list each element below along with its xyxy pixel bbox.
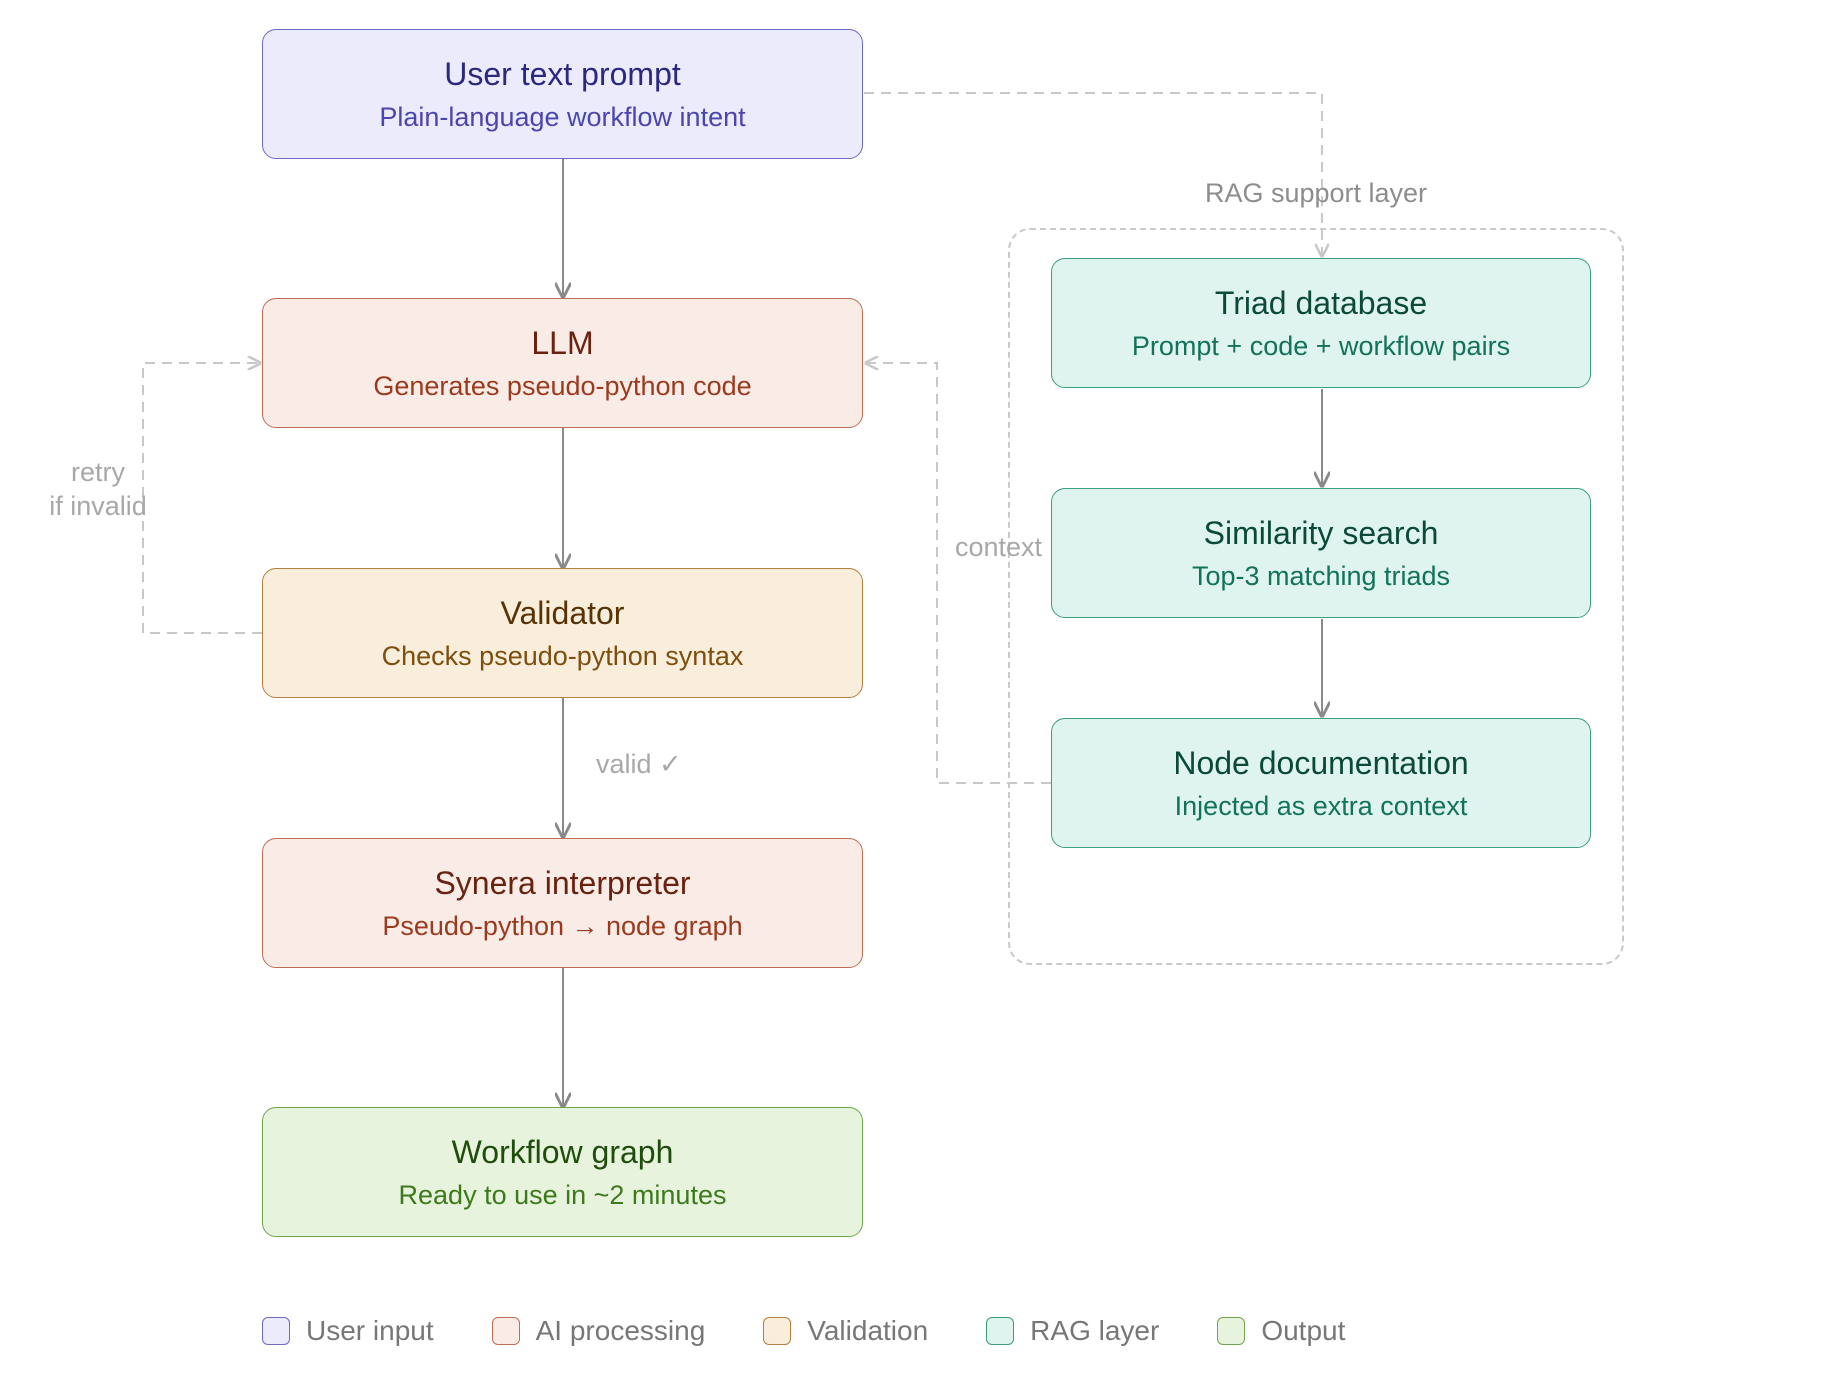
- valid-label: valid ✓: [596, 749, 682, 779]
- rag-support-group: [1008, 228, 1624, 965]
- node-subtitle: Ready to use in ~2 minutes: [398, 1180, 727, 1210]
- retry-label-line2: if invalid: [49, 491, 147, 521]
- node-synera-interpreter[interactable]: Synera interpreter Pseudo-python → node …: [262, 838, 863, 968]
- node-title: Node documentation: [1173, 745, 1469, 781]
- legend-item-rag-layer: RAG layer: [986, 1315, 1159, 1347]
- node-subtitle: Prompt + code + workflow pairs: [1131, 331, 1511, 361]
- retry-label-line1: retry: [71, 457, 125, 487]
- rag-group-label: RAG support layer: [1204, 178, 1428, 208]
- legend-swatch: [763, 1317, 792, 1345]
- node-title: Workflow graph: [451, 1134, 674, 1170]
- node-subtitle: Injected as extra context: [1174, 791, 1468, 821]
- node-triad-database[interactable]: Triad database Prompt + code + workflow …: [1051, 258, 1591, 388]
- node-workflow-graph[interactable]: Workflow graph Ready to use in ~2 minute…: [262, 1107, 863, 1237]
- node-title: LLM: [531, 325, 594, 361]
- node-subtitle: Plain-language workflow intent: [379, 102, 746, 132]
- legend-swatch: [262, 1317, 290, 1345]
- retry-label: retry if invalid: [20, 455, 176, 523]
- legend-item-user-input: User input: [262, 1315, 434, 1347]
- legend-label: Output: [1261, 1315, 1346, 1346]
- edge-prompt-to-triad: [864, 92, 1322, 256]
- node-subtitle: Checks pseudo-python syntax: [381, 641, 744, 671]
- node-subtitle: Generates pseudo-python code: [373, 371, 752, 401]
- legend-item-ai-processing: AI processing: [491, 1315, 706, 1347]
- legend-swatch: [1217, 1317, 1246, 1345]
- legend-item-validation: Validation: [763, 1315, 928, 1347]
- edge-retry-loop: [142, 363, 262, 634]
- node-title: User text prompt: [444, 56, 681, 92]
- legend-swatch: [986, 1317, 1015, 1345]
- node-title: Similarity search: [1203, 515, 1439, 551]
- legend-swatch: [491, 1317, 520, 1345]
- legend-label: Validation: [807, 1315, 929, 1346]
- node-subtitle: Top-3 matching triads: [1191, 561, 1451, 591]
- node-title: Validator: [500, 595, 625, 631]
- legend-label: RAG layer: [1030, 1315, 1160, 1346]
- node-node-documentation[interactable]: Node documentation Injected as extra con…: [1051, 718, 1591, 848]
- legend: User input AI processing Validation RAG …: [262, 1315, 1403, 1347]
- node-user-prompt[interactable]: User text prompt Plain-language workflow…: [262, 29, 863, 159]
- node-subtitle: Pseudo-python → node graph: [382, 911, 743, 941]
- node-title: Triad database: [1214, 285, 1428, 321]
- legend-label: AI processing: [535, 1315, 706, 1346]
- node-title: Synera interpreter: [434, 865, 691, 901]
- context-label: context: [955, 532, 1043, 562]
- legend-label: User input: [306, 1315, 434, 1346]
- node-validator[interactable]: Validator Checks pseudo-python syntax: [262, 568, 863, 698]
- edge-context-to-llm: [866, 363, 1051, 784]
- legend-item-output: Output: [1217, 1315, 1345, 1347]
- node-llm[interactable]: LLM Generates pseudo-python code: [262, 298, 863, 428]
- node-similarity-search[interactable]: Similarity search Top-3 matching triads: [1051, 488, 1591, 618]
